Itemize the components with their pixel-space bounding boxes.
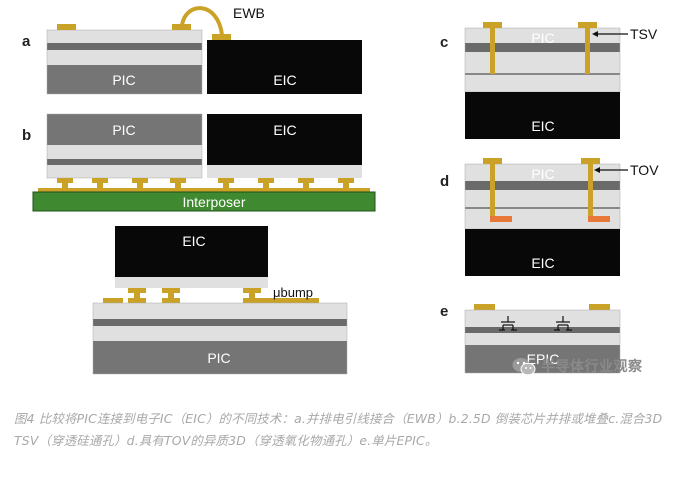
panel-b-pic-label: PIC	[112, 122, 135, 138]
panel-a-eic-label: EIC	[273, 72, 296, 88]
stack-bumps	[103, 288, 319, 303]
ewb-label: EWB	[233, 5, 265, 21]
panel-c-eic-layer: EIC	[465, 92, 620, 139]
panel-a-pad	[172, 24, 191, 30]
panel-b-stack: EIC μbump PIC	[92, 226, 348, 375]
panel-a-pad	[57, 24, 76, 30]
tsv-arrowhead	[592, 31, 598, 37]
panel-a-eic-chip: EIC	[207, 40, 362, 94]
panel-c-eic-label: EIC	[531, 118, 554, 134]
tov-label: TOV	[630, 162, 659, 178]
stack-eic-chip: EIC	[115, 226, 268, 288]
panel-a-pic-chip: PIC	[46, 29, 203, 95]
panel-b-pic-chip: PIC	[46, 113, 203, 179]
tov-arrowhead	[594, 167, 600, 173]
panel-e-pad	[589, 304, 610, 310]
panel-e-label: e	[440, 303, 448, 320]
ubump-label: μbump	[273, 285, 313, 300]
panel-c-pic-layer: PIC	[464, 27, 621, 93]
panel-d-pic-layer: PIC	[464, 163, 621, 230]
epic-chip: EPIC	[464, 309, 621, 374]
transistor-symbol	[499, 316, 517, 331]
panel-d-label: d	[440, 173, 449, 190]
panel-b: b PIC EIC Interposer	[22, 113, 376, 212]
tsv-via	[483, 22, 597, 74]
integration-diagram: a PIC EIC EWB b PIC	[22, 5, 659, 375]
epic-label: EPIC	[527, 351, 560, 367]
panel-a: a PIC EIC EWB	[22, 5, 362, 95]
tov-landing-pads	[490, 216, 610, 222]
panel-b-eic-chip: EIC	[207, 114, 362, 178]
panel-d: d PIC EIC TOV	[440, 158, 659, 276]
stack-pic-chip: PIC	[92, 302, 348, 375]
panel-e-pad	[474, 304, 495, 310]
interposer-label: Interposer	[182, 194, 245, 210]
panel-d-pic-label: PIC	[531, 166, 554, 182]
watermark-text: 半导体行业观察	[541, 359, 643, 375]
tov-via	[483, 158, 600, 216]
panel-a-pad	[212, 34, 231, 40]
panel-b-bumps	[57, 178, 354, 188]
panel-c: c PIC EIC TSV	[440, 22, 658, 139]
tsv-label: TSV	[630, 26, 658, 42]
panel-d-eic-layer: EIC	[465, 229, 620, 276]
wire-bond	[180, 6, 224, 36]
figure-caption: 图4 比较将PIC连接到电子IC（EIC）的不同技术：a.并排电引线接合（EWB…	[14, 411, 663, 448]
panel-c-pic-label: PIC	[531, 30, 554, 46]
stack-eic-label: EIC	[182, 233, 205, 249]
wechat-icon	[512, 357, 536, 375]
stack-pic-label: PIC	[207, 350, 230, 366]
panel-b-label: b	[22, 127, 31, 144]
panel-a-pic-label: PIC	[112, 72, 135, 88]
panel-b-eic-label: EIC	[273, 122, 296, 138]
panel-d-eic-label: EIC	[531, 255, 554, 271]
interposer: Interposer	[32, 191, 376, 212]
transistor-symbol	[554, 316, 572, 331]
panel-c-label: c	[440, 34, 448, 51]
interposer-rdl	[38, 188, 370, 192]
watermark: 半导体行业观察	[512, 356, 643, 376]
panel-a-label: a	[22, 33, 31, 50]
panel-e: e EPIC	[440, 303, 621, 374]
